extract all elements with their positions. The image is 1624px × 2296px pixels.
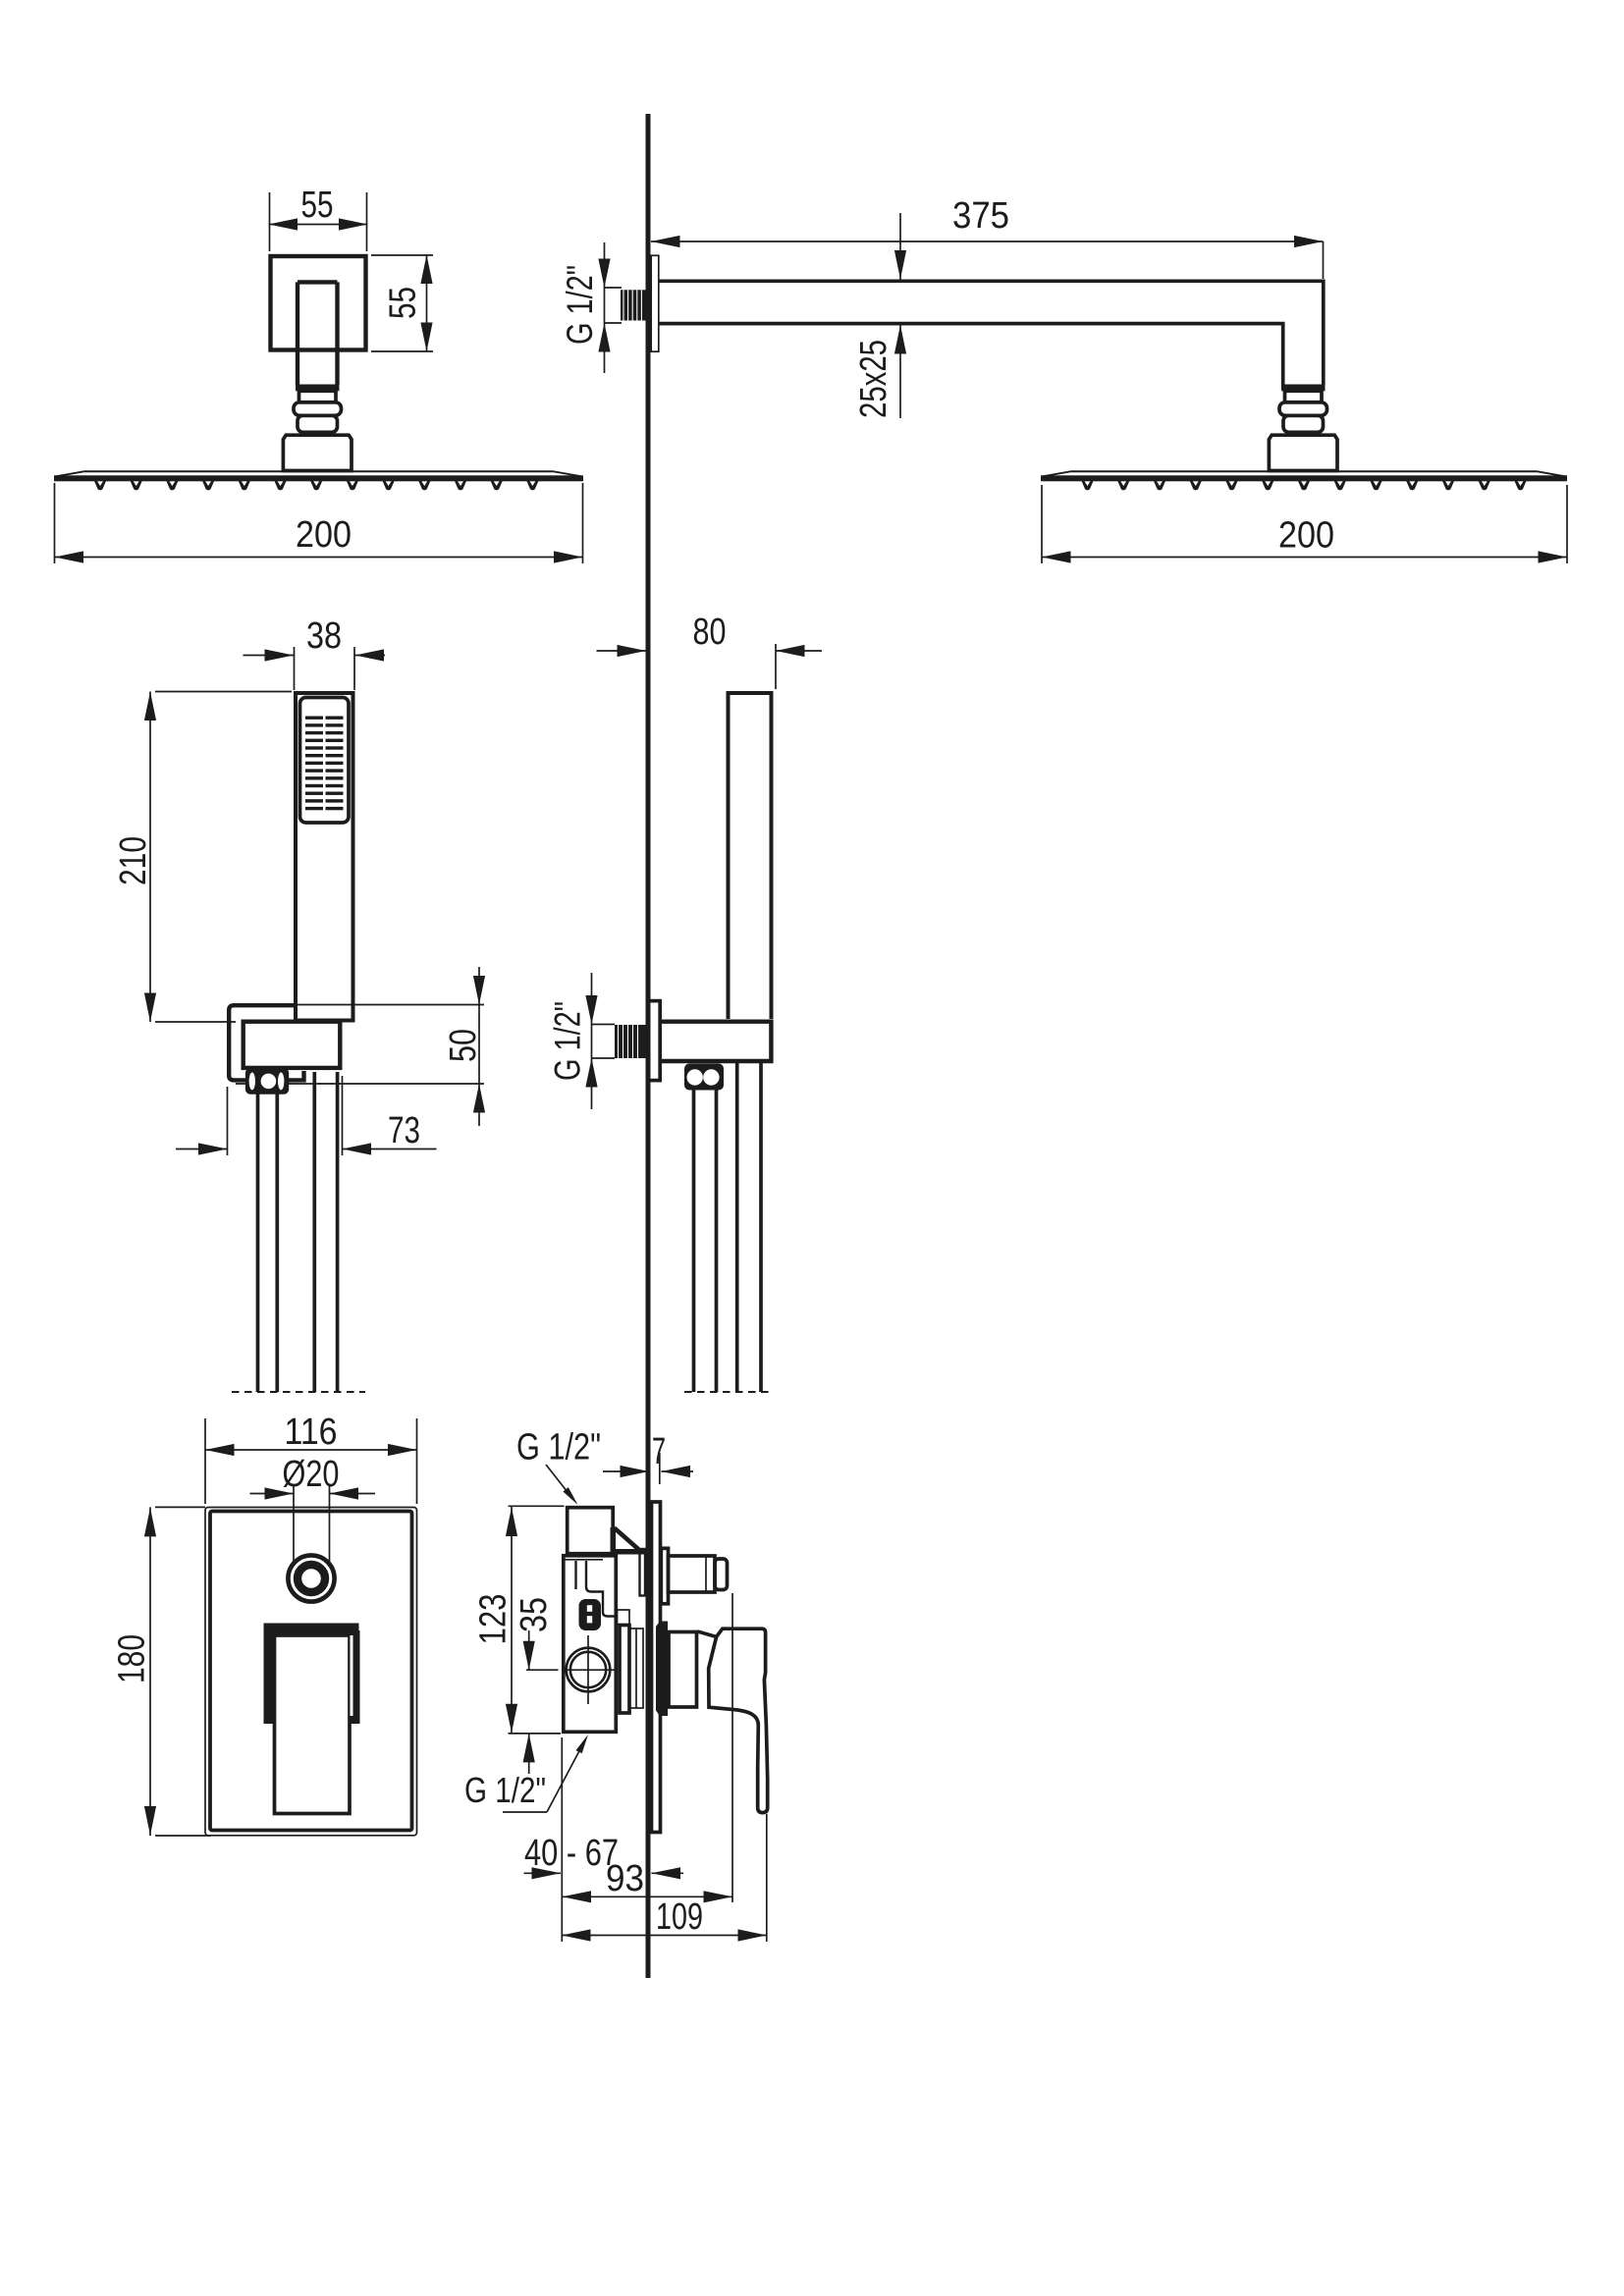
svg-text:55: 55 <box>301 185 334 226</box>
svg-text:55: 55 <box>383 287 424 319</box>
svg-text:109: 109 <box>656 1896 703 1938</box>
svg-text:35: 35 <box>514 1597 555 1632</box>
svg-text:180: 180 <box>112 1634 153 1683</box>
svg-text:G 1/2": G 1/2" <box>464 1770 546 1810</box>
svg-text:25x25: 25x25 <box>853 340 894 418</box>
svg-text:80: 80 <box>693 612 727 653</box>
svg-text:38: 38 <box>306 615 342 657</box>
svg-text:73: 73 <box>388 1110 420 1151</box>
svg-text:G 1/2": G 1/2" <box>560 265 600 345</box>
svg-text:123: 123 <box>473 1594 514 1645</box>
svg-text:G 1/2": G 1/2" <box>548 1001 588 1081</box>
svg-text:7: 7 <box>652 1431 666 1472</box>
svg-text:210: 210 <box>113 836 154 885</box>
svg-text:G 1/2": G 1/2" <box>516 1427 601 1468</box>
svg-text:93: 93 <box>606 1858 644 1899</box>
svg-text:Ø20: Ø20 <box>283 1454 340 1495</box>
svg-text:40 - 67: 40 - 67 <box>524 1833 619 1874</box>
svg-text:116: 116 <box>285 1412 338 1453</box>
svg-text:200: 200 <box>1278 515 1334 557</box>
svg-text:200: 200 <box>296 514 352 556</box>
svg-text:50: 50 <box>443 1029 484 1062</box>
svg-text:375: 375 <box>952 195 1009 237</box>
